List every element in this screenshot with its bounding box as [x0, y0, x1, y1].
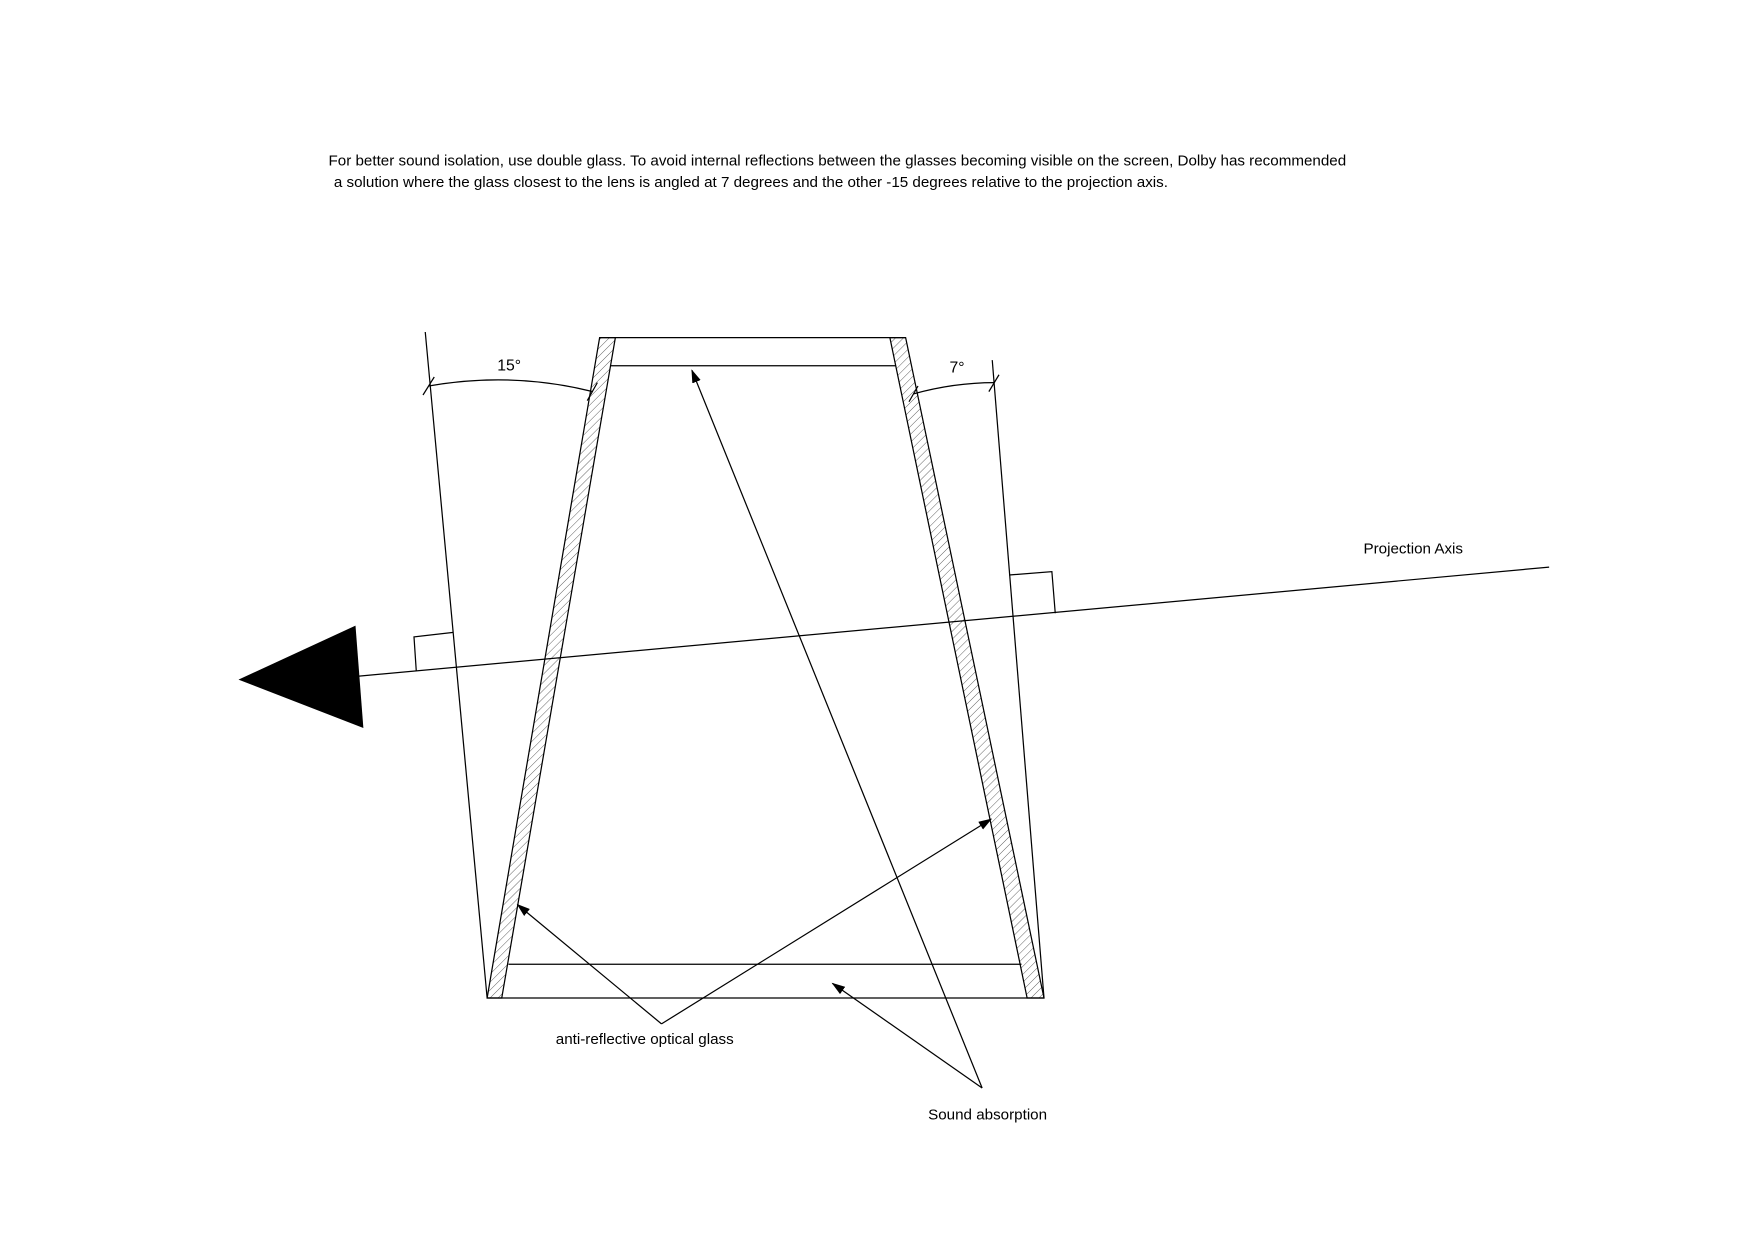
left-right-angle-marker [413, 631, 454, 671]
angle-arc-7 [913, 382, 995, 395]
angle-tick [908, 385, 919, 403]
left-glass-wall [486, 337, 617, 999]
sound-absorption-arrow-top [691, 369, 983, 1089]
description-line-2: a solution where the glass closest to th… [330, 174, 1168, 191]
angle-label-7: 7° [950, 360, 965, 377]
angle-tick [988, 374, 1000, 392]
right-glass-wall [889, 337, 1045, 999]
angle-arc-15 [428, 379, 594, 393]
glass-arrow-right [661, 818, 993, 1025]
angle-label-15: 15° [497, 357, 521, 374]
sound-absorption-label: Sound absorption [928, 1107, 1047, 1124]
right-right-angle-marker [1009, 570, 1056, 614]
projection-axis-label: Projection Axis [1364, 541, 1464, 558]
projection-axis-line [357, 566, 1550, 677]
glass-label: anti-reflective optical glass [556, 1031, 734, 1048]
angle-tick [586, 382, 598, 401]
projection-direction-arrowhead [238, 625, 364, 728]
glass-arrow-left [516, 903, 662, 1025]
left-reference-line [424, 331, 488, 999]
right-reference-line [991, 360, 1045, 999]
description-line-1: For better sound isolation, use double g… [329, 153, 1347, 170]
sound-absorption-arrow-bottom [831, 982, 983, 1089]
angle-tick [422, 376, 435, 396]
